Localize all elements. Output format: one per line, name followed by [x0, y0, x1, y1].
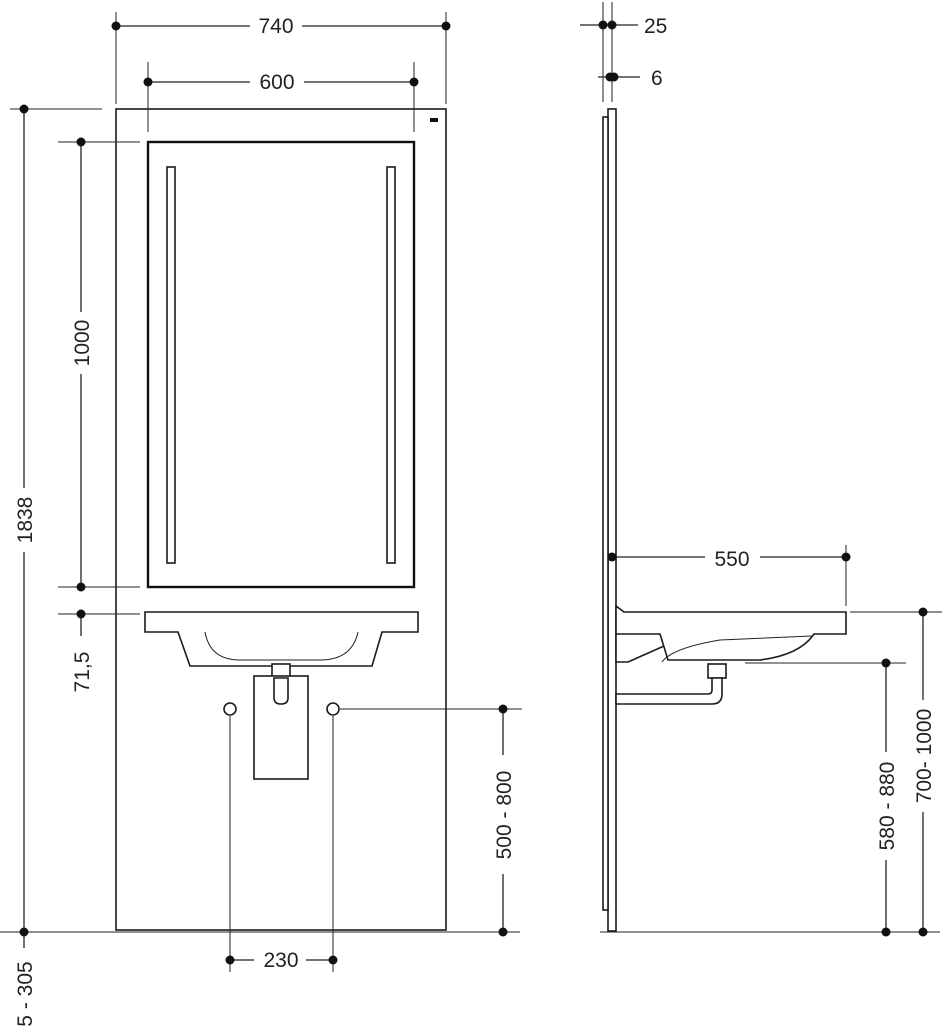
dim-25: 25	[644, 15, 667, 38]
dim-600: 600	[259, 71, 294, 94]
dim-700-1000: 700- 1000	[913, 709, 936, 804]
dim-580-880: 580 - 880	[876, 762, 899, 851]
dim-1838: 1838	[14, 497, 37, 544]
valve-right	[326, 702, 340, 716]
mirror-light-left	[166, 166, 176, 564]
side-drain	[707, 663, 727, 679]
dim-740: 740	[258, 15, 293, 38]
valve-left	[223, 702, 237, 716]
dim-230: 230	[263, 949, 298, 972]
front-mirror	[146, 140, 416, 589]
dim-550: 550	[714, 548, 749, 571]
side-wall-panel	[607, 108, 617, 932]
front-basin	[144, 611, 419, 667]
dim-5-305: 5 - 305	[14, 961, 37, 1026]
front-dimensions	[10, 12, 522, 972]
dim-71-5: 71,5	[71, 652, 94, 693]
dim-1000: 1000	[71, 320, 94, 367]
front-panel-badge	[430, 118, 438, 122]
side-mirror	[602, 116, 609, 911]
side-waste-pipe	[615, 677, 723, 705]
side-dimensions	[580, 2, 942, 937]
side-basin	[615, 604, 847, 661]
dim-6: 6	[651, 67, 663, 90]
dim-500-800: 500 - 800	[493, 771, 516, 860]
front-siphon-pipe	[273, 677, 289, 705]
front-basin-bowl	[204, 631, 359, 661]
side-basin-bowl	[661, 635, 813, 663]
front-view	[0, 108, 520, 933]
mirror-light-right	[386, 166, 396, 564]
side-view	[600, 108, 940, 933]
